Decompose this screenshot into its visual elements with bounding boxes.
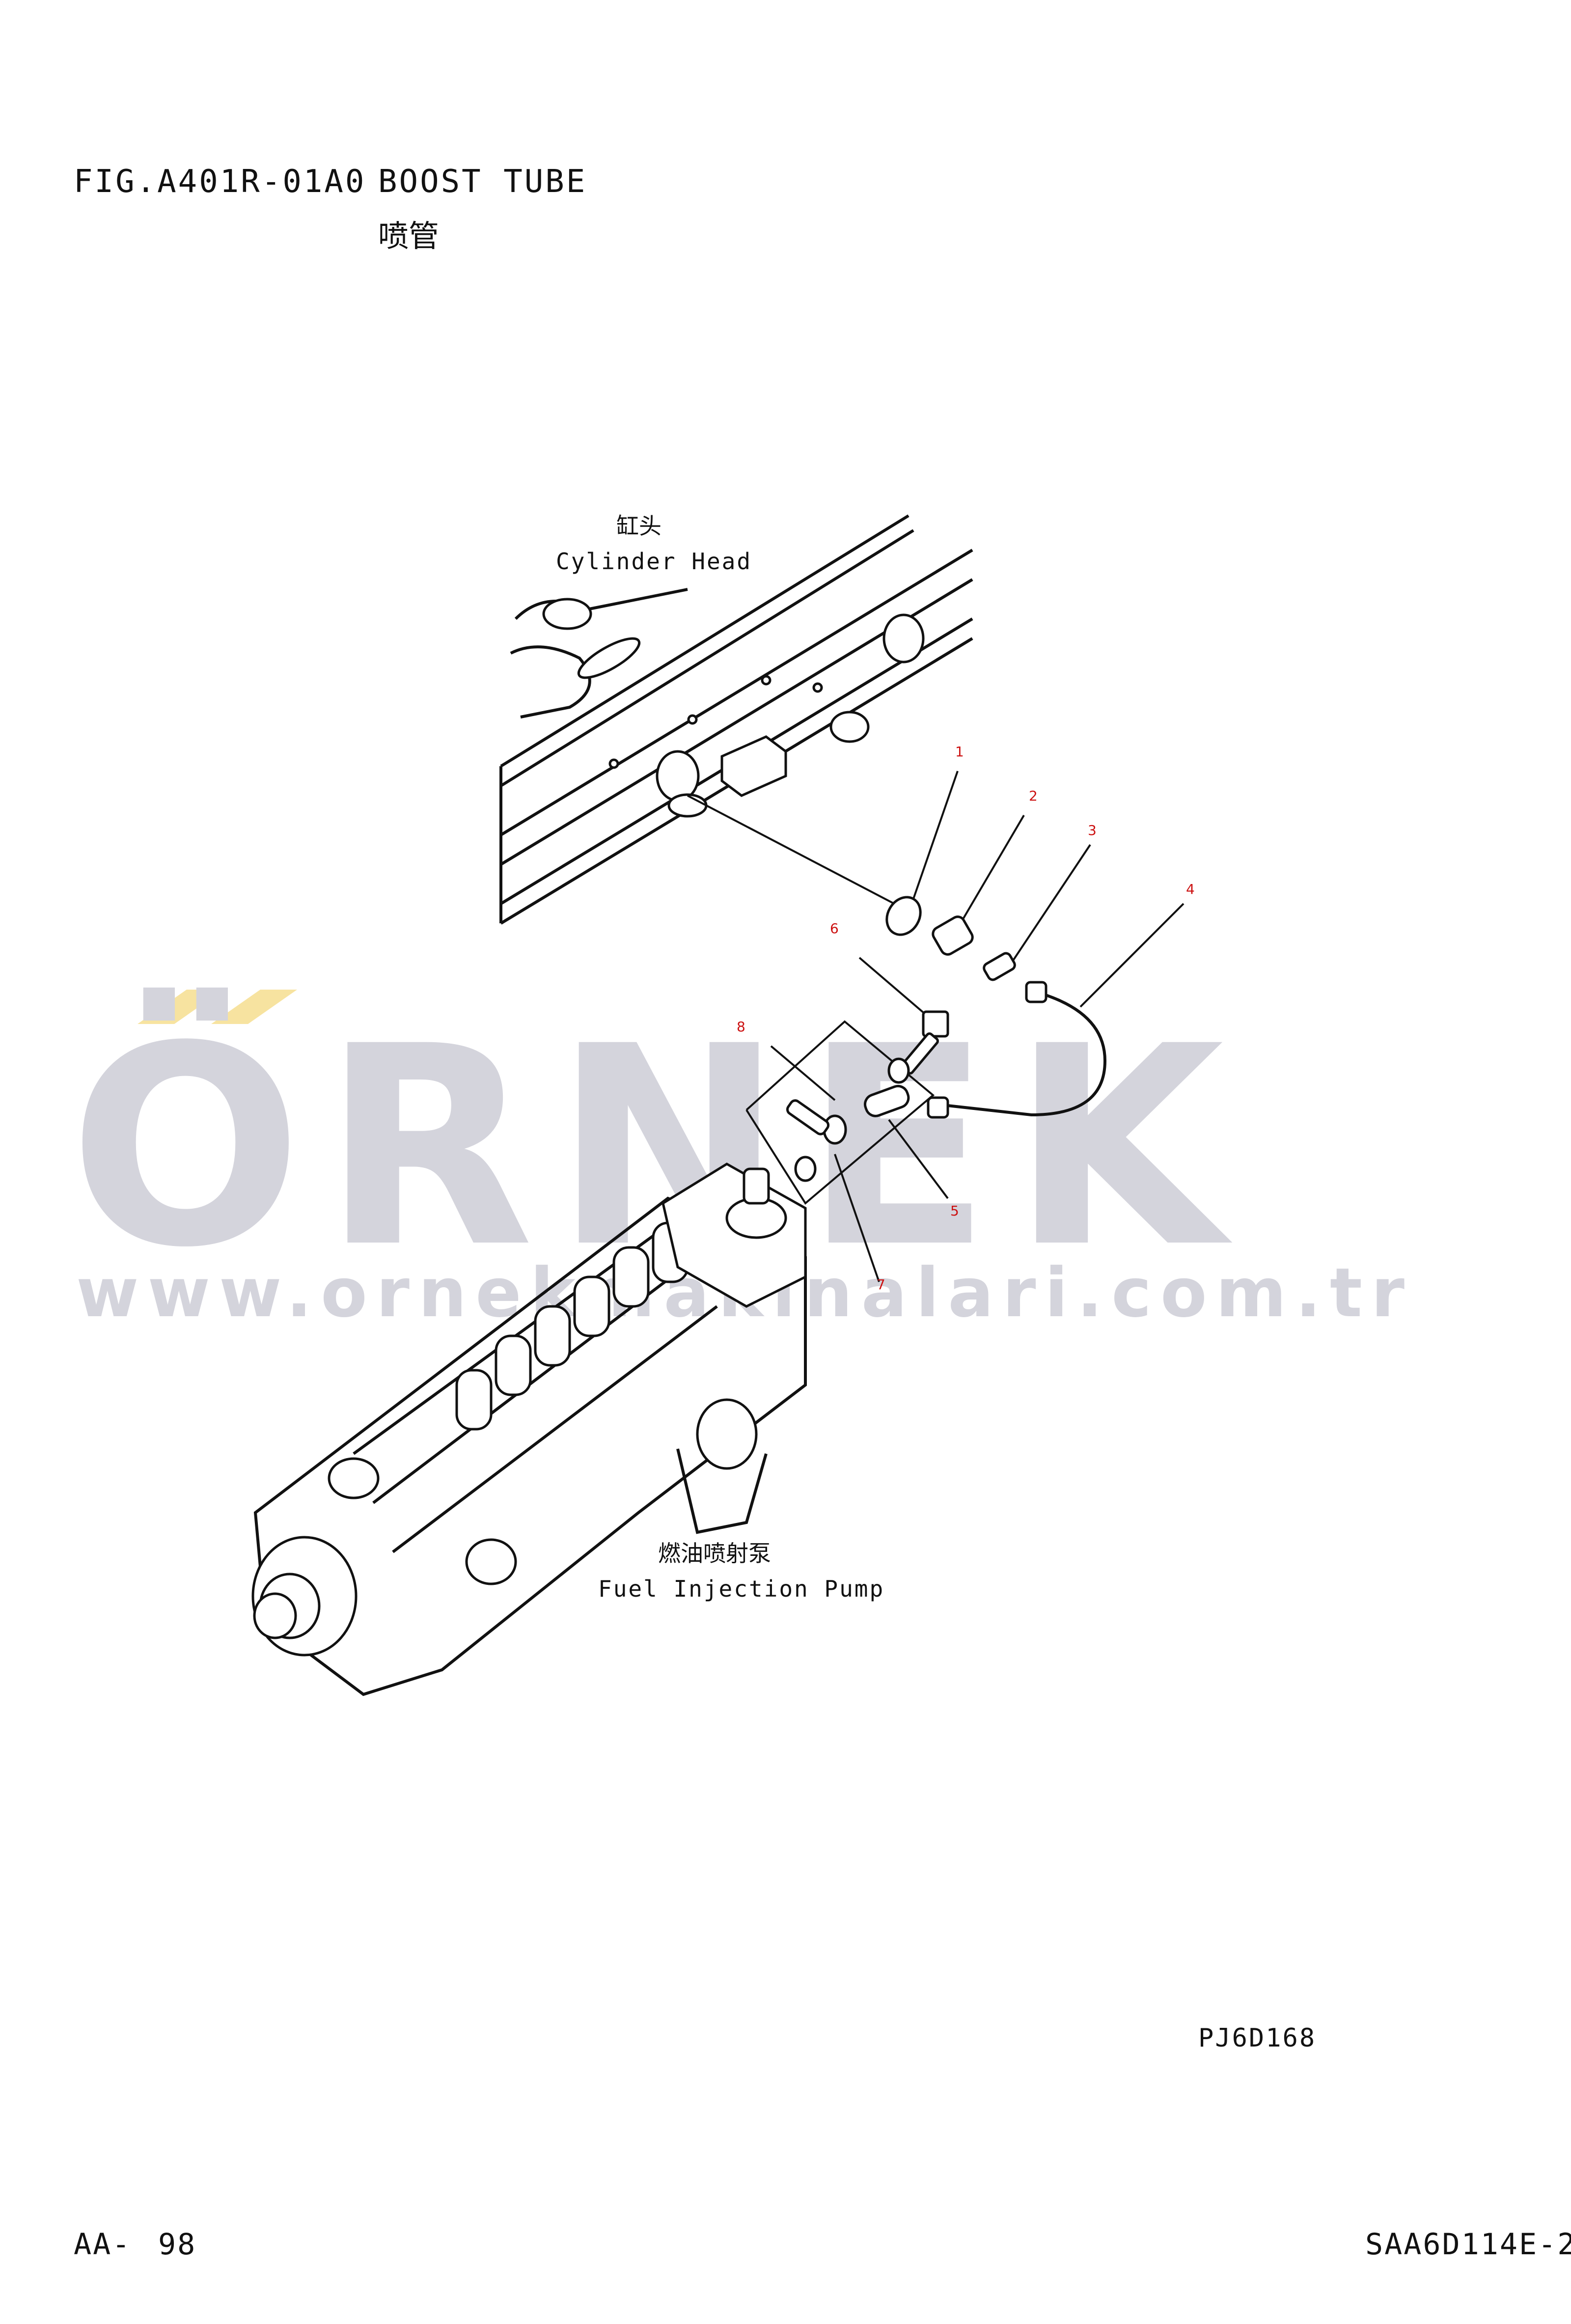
fuel-injection-pump — [251, 1162, 807, 1696]
callout-1: 1 — [955, 744, 964, 760]
part-5-joint — [864, 1084, 910, 1117]
cylinder-head-label-cn: 缸头 — [616, 513, 661, 539]
callout-7: 7 — [877, 1276, 885, 1293]
part-4-tube — [942, 991, 1107, 1117]
figure-title-cn: 喷管 — [378, 218, 440, 254]
figure-number: FIG.A401R-01A0 — [74, 164, 366, 200]
callout-6: 6 — [830, 920, 839, 937]
model-code: SAA6D114E-2 — [1365, 2227, 1571, 2262]
callout-8: 8 — [737, 1019, 745, 1035]
pump-label: Fuel Injection Pump — [598, 1576, 885, 1602]
parts — [786, 896, 1107, 1182]
part-1-gasket — [885, 896, 922, 936]
pump-label-cn: 燃油喷射泵 — [658, 1540, 771, 1567]
part-8-bolt — [786, 1099, 830, 1135]
page-number: 98 — [158, 2227, 197, 2262]
figure-title: BOOST TUBE — [378, 164, 587, 200]
callout-5: 5 — [950, 1203, 959, 1219]
leader-lines — [687, 771, 1185, 1282]
cylinder-head-label: Cylinder Head — [556, 548, 752, 575]
callout-4: 4 — [1186, 881, 1195, 897]
delivery-valves — [455, 1221, 689, 1431]
part-6-bolt — [922, 1010, 949, 1038]
part-3-nipple — [983, 952, 1016, 981]
watermark-accent-right — [211, 990, 297, 1024]
callout-numbers: 1 2 3 4 5 6 7 8 — [737, 744, 1195, 1293]
watermark-accent-left — [138, 990, 223, 1024]
part-2-connector — [932, 915, 974, 956]
page-prefix: AA- — [74, 2227, 132, 2262]
drawing-code: PJ6D168 — [1198, 2023, 1317, 2053]
cylinder-head — [499, 514, 973, 925]
callout-2: 2 — [1029, 788, 1038, 804]
callout-3: 3 — [1088, 822, 1097, 838]
